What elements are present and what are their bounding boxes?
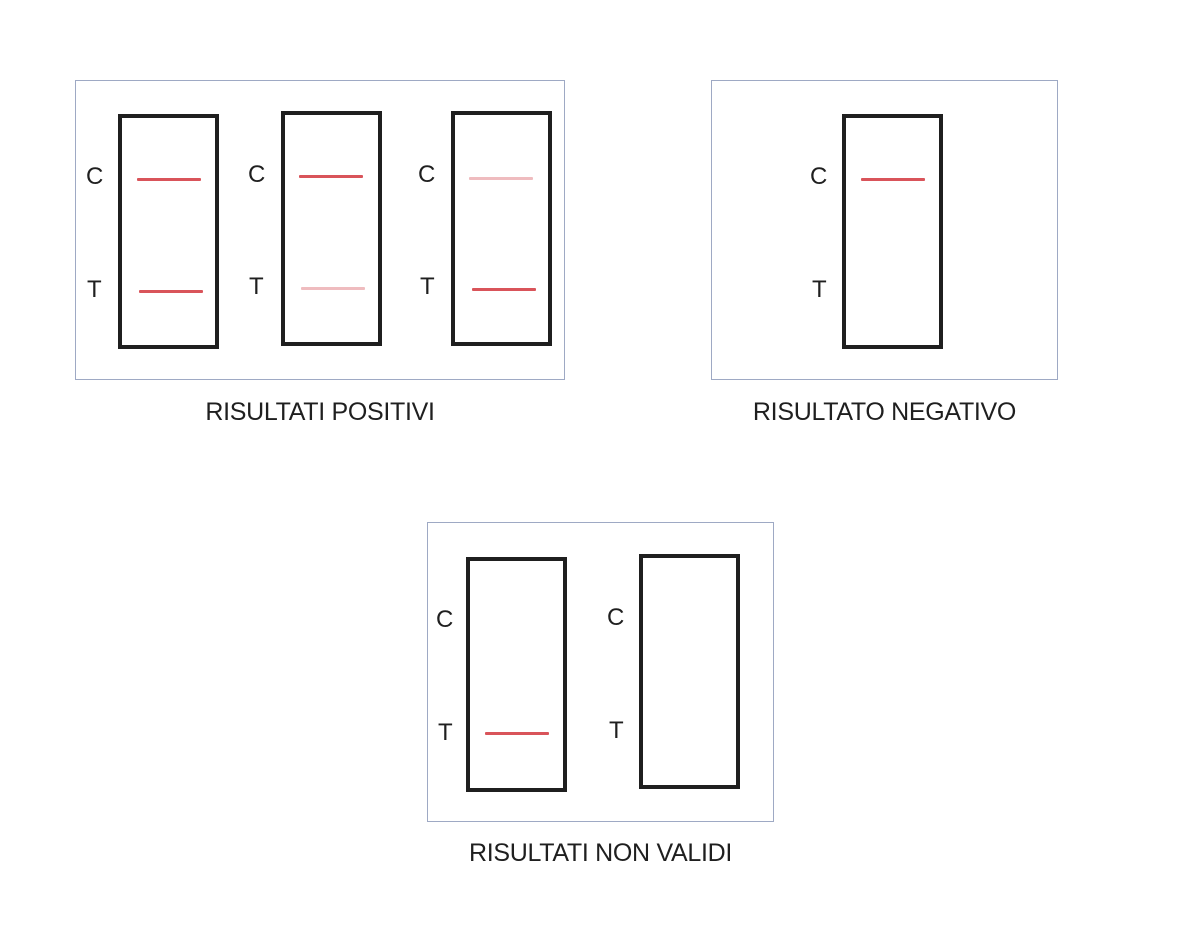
negative-result-caption: RISULTATO NEGATIVO	[752, 398, 1017, 426]
test-band	[301, 287, 365, 290]
control-band	[861, 178, 925, 181]
test-line-label: T	[420, 273, 435, 300]
test-strip-positive-3	[451, 111, 552, 346]
control-band	[137, 178, 201, 181]
test-line-label: T	[249, 273, 264, 300]
test-strip-invalid-1	[466, 557, 567, 792]
test-strip-positive-1	[118, 114, 219, 349]
test-line-label: T	[812, 276, 827, 303]
control-line-label: C	[248, 161, 266, 188]
invalid-results-caption: RISULTATI NON VALIDI	[468, 839, 733, 867]
test-line-label: T	[87, 276, 102, 303]
control-line-label: C	[86, 163, 104, 190]
control-band	[469, 177, 533, 180]
invalid-results-panel: C T C T	[427, 522, 774, 822]
control-line-label: C	[607, 604, 625, 631]
control-line-label: C	[436, 606, 454, 633]
control-line-label: C	[810, 163, 828, 190]
test-line-label: T	[438, 719, 453, 746]
positive-results-caption: RISULTATI POSITIVI	[205, 398, 435, 426]
test-line-label: T	[609, 717, 624, 744]
control-line-label: C	[418, 161, 436, 188]
control-band	[299, 175, 363, 178]
test-band	[472, 288, 536, 291]
positive-results-panel: C T C T C T	[75, 80, 565, 380]
test-strip-invalid-2	[639, 554, 740, 789]
test-band	[139, 290, 203, 293]
test-strip-negative	[842, 114, 943, 349]
test-strip-positive-2	[281, 111, 382, 346]
negative-result-panel: C T	[711, 80, 1058, 380]
test-band	[485, 732, 549, 735]
